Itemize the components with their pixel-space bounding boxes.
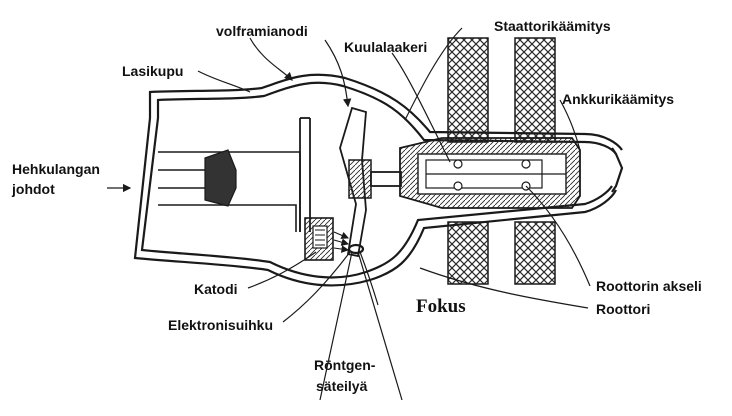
anode-shaft xyxy=(370,171,402,187)
cathode-support xyxy=(299,117,311,232)
electron-beam-arrows xyxy=(333,231,350,253)
label-roottori: Roottori xyxy=(596,301,651,317)
label-hehkulangan-line2: johdot xyxy=(12,181,55,197)
stator-coil-bottom-right xyxy=(514,221,556,285)
stator-coil-top-right xyxy=(514,37,556,143)
label-roottorin-akseli: Roottorin akseli xyxy=(596,278,702,294)
label-kuulalaakeri: Kuulalaakeri xyxy=(344,39,428,55)
label-elektronisuihku: Elektronisuihku xyxy=(168,317,274,333)
label-hehkulangan-line1: Hehkulangan xyxy=(12,161,100,177)
cathode-cup xyxy=(304,217,334,261)
glass-envelope xyxy=(133,73,624,287)
label-staattorikaamitys: Staattorikäämitys xyxy=(494,18,611,34)
xray-beam-lines xyxy=(319,251,403,401)
label-ankkurikaamitys: Ankkurikäämitys xyxy=(562,91,675,107)
label-katodi: Katodi xyxy=(194,281,238,297)
label-volframianodi: volframianodi xyxy=(216,23,308,39)
filament-block xyxy=(204,149,237,207)
label-rontgen-line1: Röntgen- xyxy=(314,357,376,373)
focal-spot xyxy=(347,243,365,255)
label-lasikupu: Lasikupu xyxy=(122,63,184,79)
label-fokus: Fokus xyxy=(416,296,466,317)
tungsten-anode-disc xyxy=(339,106,372,258)
label-rontgen-line2: säteilyä xyxy=(316,378,368,394)
leader-lines xyxy=(107,27,591,323)
stator-coil-top-left xyxy=(447,37,489,143)
stator-coil-bottom-left xyxy=(447,221,489,285)
rotor-housing xyxy=(399,137,581,209)
